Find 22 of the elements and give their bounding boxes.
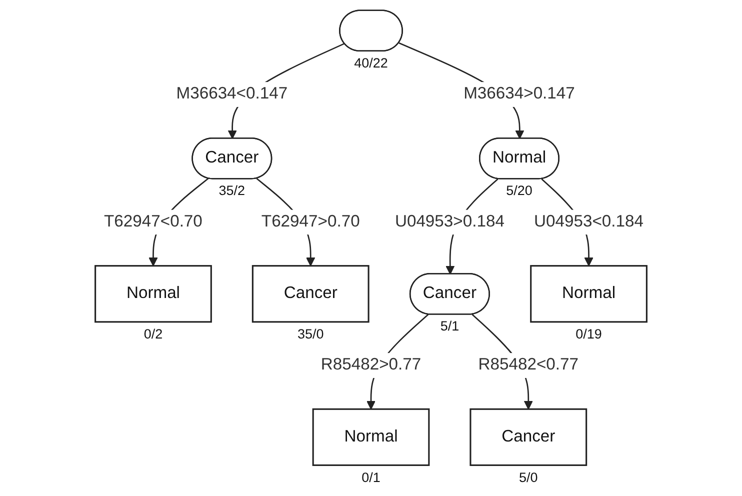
count-label: 5/1 — [440, 318, 460, 334]
edge-label: R85482<0.77 — [478, 356, 579, 374]
edge-label: M36634<0.147 — [176, 85, 288, 103]
edge-label: M36634>0.147 — [464, 85, 575, 103]
edge-label: R85482>0.77 — [320, 356, 422, 374]
edge-label: U04953>0.184 — [394, 212, 504, 231]
count-label: 5/20 — [506, 183, 532, 198]
node-box: Normal — [312, 408, 430, 466]
node-box: Normal — [94, 265, 212, 323]
count-label: 5/0 — [519, 470, 538, 485]
edge-label: U04953<0.184 — [534, 212, 644, 231]
node-box: Cancer — [470, 408, 588, 466]
count-label: 0/2 — [144, 326, 163, 342]
node-box: Cancer — [252, 265, 370, 323]
count-label: 35/2 — [218, 183, 246, 198]
count-label: 35/0 — [298, 326, 324, 342]
count-label: 40/22 — [354, 56, 388, 70]
node-box: Normal — [530, 265, 648, 323]
edge-label: T62947<0.70 — [104, 212, 202, 231]
edge-label: T62947>0.70 — [261, 212, 360, 231]
count-label: 0/1 — [362, 470, 380, 485]
count-label: 0/19 — [576, 326, 602, 342]
